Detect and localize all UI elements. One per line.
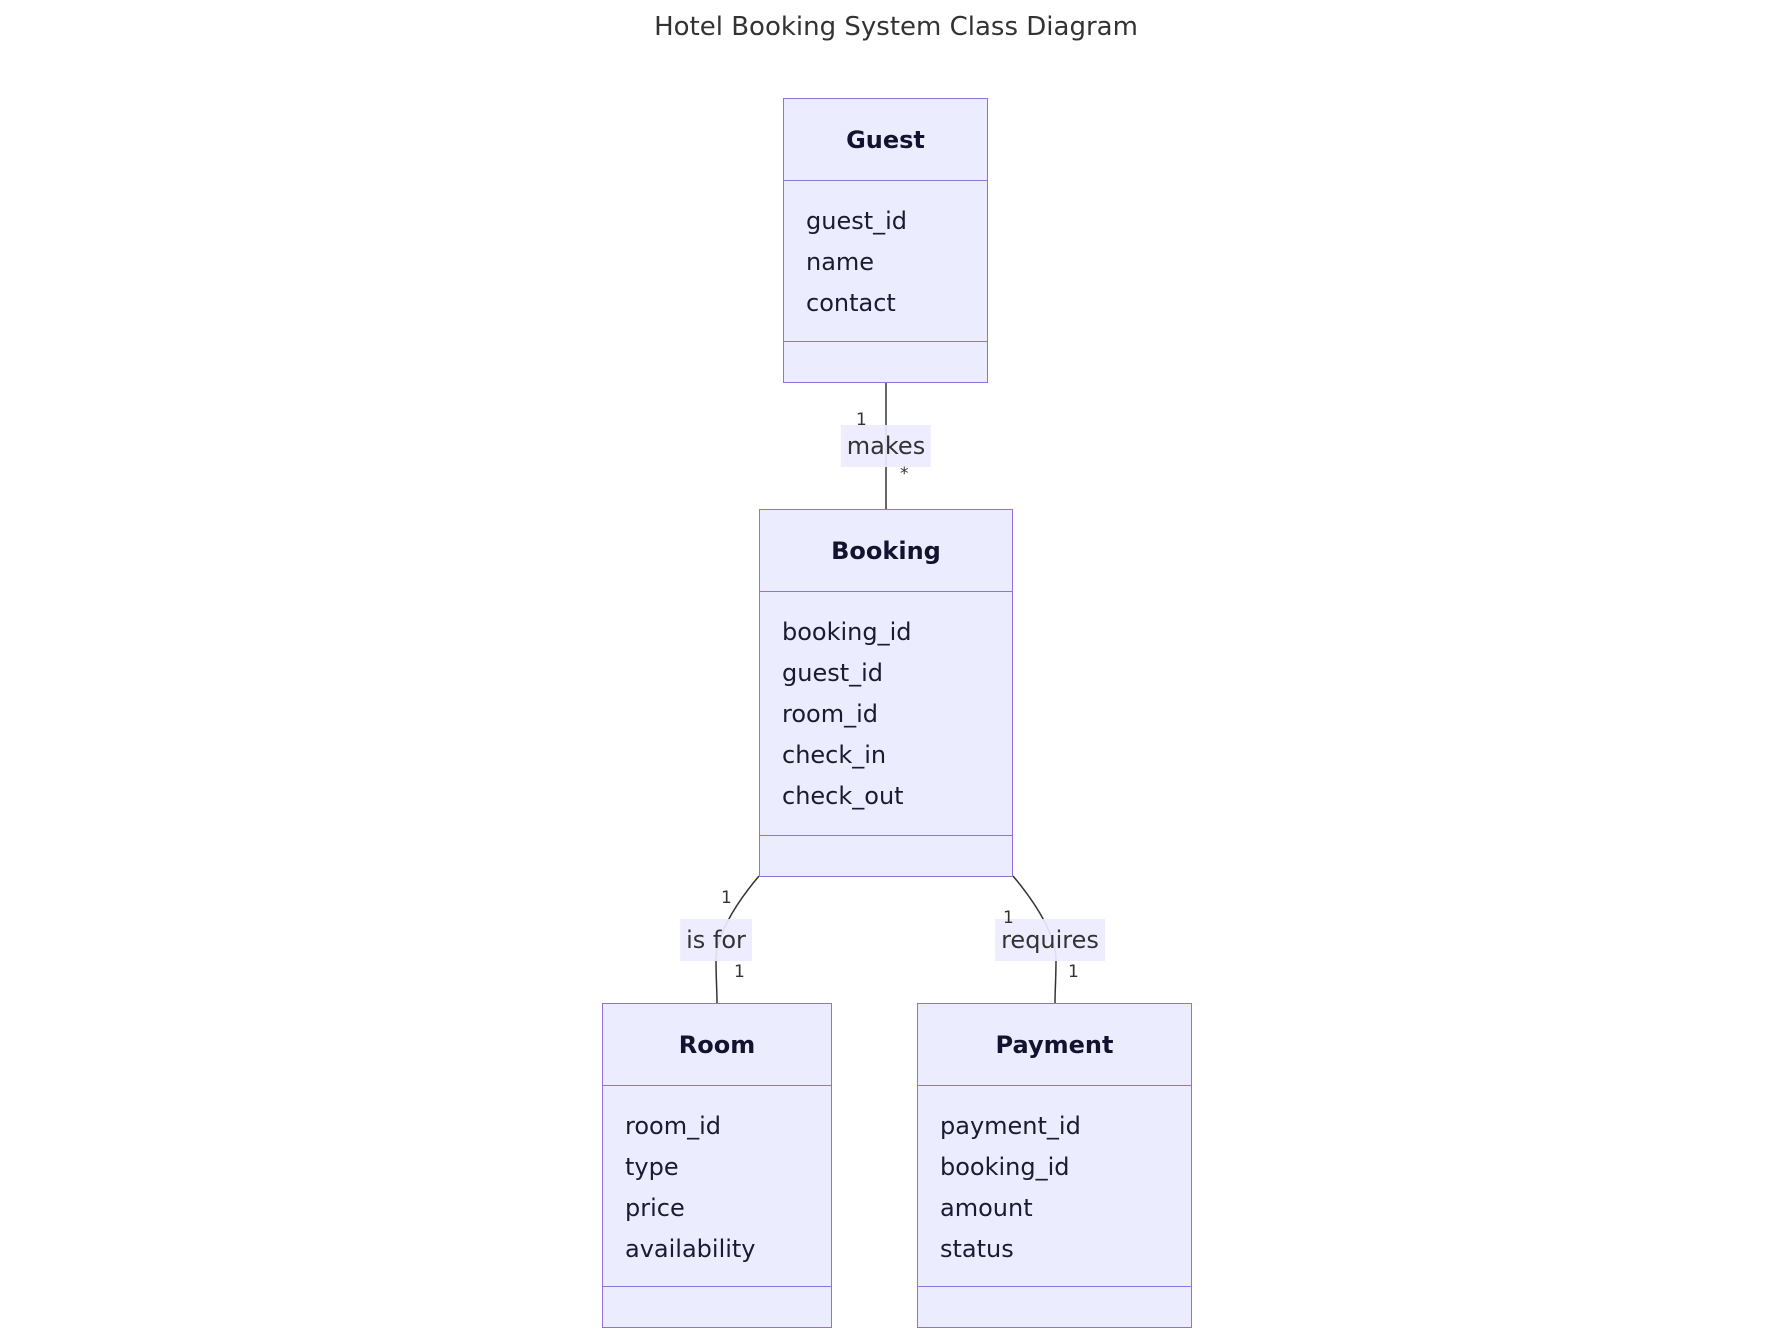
class-attribute: guest_id	[806, 207, 908, 235]
class-attribute: room_id	[782, 700, 878, 728]
class-attributes-booking: booking_id guest_id room_id check_in che…	[760, 592, 1012, 836]
class-box-room: Room room_id type price availability	[602, 1003, 832, 1328]
class-methods-booking	[760, 836, 1012, 876]
class-title-payment: Payment	[918, 1004, 1191, 1086]
class-attribute: check_in	[782, 741, 887, 769]
class-attribute: booking_id	[782, 618, 912, 646]
class-attribute: name	[806, 248, 875, 276]
multiplicity-room-side: 1	[734, 962, 745, 982]
class-attribute: amount	[940, 1194, 1033, 1222]
class-attribute: booking_id	[940, 1153, 1070, 1181]
edge-label-is-for: is for	[680, 919, 752, 961]
class-methods-payment	[918, 1287, 1191, 1327]
class-attributes-payment: payment_id booking_id amount status	[918, 1086, 1191, 1287]
multiplicity-guest-side: 1	[856, 410, 867, 430]
class-attribute: guest_id	[782, 659, 884, 687]
class-title-room: Room	[603, 1004, 831, 1086]
class-title-booking: Booking	[760, 510, 1012, 592]
class-attribute: price	[625, 1194, 685, 1222]
class-attribute: room_id	[625, 1112, 721, 1140]
class-attribute: type	[625, 1153, 679, 1181]
multiplicity-booking-side-requires: 1	[1003, 908, 1014, 928]
multiplicity-booking-side-makes: *	[900, 464, 909, 484]
class-attribute: status	[940, 1235, 1014, 1263]
edge-label-requires: requires	[995, 919, 1105, 961]
class-title-guest: Guest	[784, 99, 987, 181]
class-attributes-room: room_id type price availability	[603, 1086, 831, 1287]
class-box-guest: Guest guest_id name contact	[783, 98, 988, 383]
class-box-payment: Payment payment_id booking_id amount sta…	[917, 1003, 1192, 1328]
class-methods-room	[603, 1287, 831, 1327]
class-attribute: payment_id	[940, 1112, 1081, 1140]
multiplicity-booking-side-isfor: 1	[721, 888, 732, 908]
class-attribute: contact	[806, 289, 896, 317]
diagram-title: Hotel Booking System Class Diagram	[654, 12, 1138, 42]
class-methods-guest	[784, 342, 987, 382]
multiplicity-payment-side: 1	[1068, 962, 1079, 982]
class-attributes-guest: guest_id name contact	[784, 181, 987, 342]
class-attribute: availability	[625, 1235, 756, 1263]
class-box-booking: Booking booking_id guest_id room_id chec…	[759, 509, 1013, 877]
edge-label-makes: makes	[840, 425, 932, 467]
class-attribute: check_out	[782, 782, 904, 810]
